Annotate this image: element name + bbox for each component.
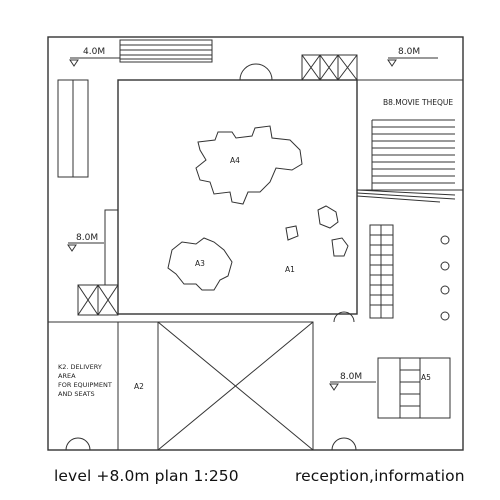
delivery-note-line: K2. DELIVERY — [58, 363, 102, 371]
top-doors — [239, 63, 273, 81]
left-mid-stair — [104, 209, 119, 286]
level-markers — [67, 57, 438, 391]
level-label-right-bottom: 8.0M — [340, 372, 362, 382]
central-void — [117, 79, 358, 315]
level-label-left-top: 4.0M — [83, 47, 105, 57]
lower-right-stair — [377, 357, 451, 419]
plan-caption: level +8.0m plan 1:250 — [54, 467, 239, 485]
theque-ramp — [356, 189, 456, 203]
theque-seating — [371, 119, 455, 190]
theque-label: B8.MOVIE THEQUE — [383, 98, 453, 107]
delivery-note-line: AREA — [58, 372, 76, 380]
seat-clusters — [440, 235, 450, 321]
space-a2-label: A2 — [134, 382, 144, 391]
a3-shape — [167, 237, 233, 291]
a1-shape-3 — [331, 237, 349, 257]
space-a1-label: A1 — [285, 265, 295, 274]
level-label-left-mid: 8.0M — [76, 233, 98, 243]
theque-room — [356, 79, 464, 191]
left-stair — [57, 79, 89, 178]
level-label-right-top: 8.0M — [398, 47, 420, 57]
space-a4-label: A4 — [230, 156, 240, 165]
lower-void — [157, 321, 314, 451]
lower-doors — [65, 311, 357, 451]
space-a5-label: A5 — [421, 373, 431, 382]
plan-subtitle: reception,information — [295, 467, 465, 485]
delivery-note-line: AND SEATS — [58, 390, 95, 398]
a1-shape-1 — [317, 205, 339, 229]
right-stair — [369, 224, 394, 319]
a1-shape-2 — [285, 225, 299, 241]
delivery-note-line: FOR EQUIPMENT — [58, 381, 112, 389]
top-stair — [119, 39, 213, 63]
top-right-boxes — [301, 54, 358, 81]
space-a3-label: A3 — [195, 259, 205, 268]
a4-shape — [195, 125, 303, 205]
left-lower-box — [77, 284, 119, 316]
